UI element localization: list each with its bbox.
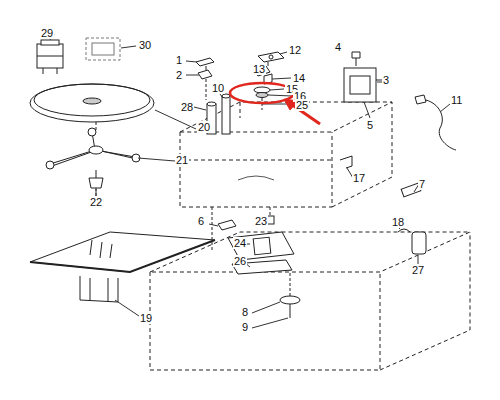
callout-number: 7 xyxy=(418,178,426,190)
callout-number: 2 xyxy=(175,69,183,81)
callout-number: 6 xyxy=(197,215,205,227)
callout-number: 22 xyxy=(89,196,103,208)
callout-number: 1 xyxy=(175,54,183,66)
callout-number: 3 xyxy=(382,74,390,86)
callout-number: 17 xyxy=(352,172,366,184)
callout-number: 5 xyxy=(366,119,374,131)
callout-number: 9 xyxy=(241,321,249,333)
callout-number: 20 xyxy=(197,121,211,133)
callout-number: 24 xyxy=(233,237,247,249)
callout-number: 28 xyxy=(180,101,194,113)
callout-number: 12 xyxy=(288,44,302,56)
callout-number: 27 xyxy=(411,264,425,276)
callout-number: 13 xyxy=(252,63,266,75)
callout-number: 4 xyxy=(334,41,342,53)
callout-number: 10 xyxy=(211,82,225,94)
callout-number: 26 xyxy=(233,255,247,267)
callout-number: 29 xyxy=(40,27,54,39)
callout-number: 25 xyxy=(295,99,309,111)
callout-number: 30 xyxy=(138,39,152,51)
callout-number: 18 xyxy=(391,216,405,228)
callout-number: 23 xyxy=(254,215,268,227)
callout-number: 19 xyxy=(139,312,153,324)
callout-number: 8 xyxy=(241,306,249,318)
callout-number: 21 xyxy=(175,154,189,166)
callout-number: 11 xyxy=(450,94,463,106)
